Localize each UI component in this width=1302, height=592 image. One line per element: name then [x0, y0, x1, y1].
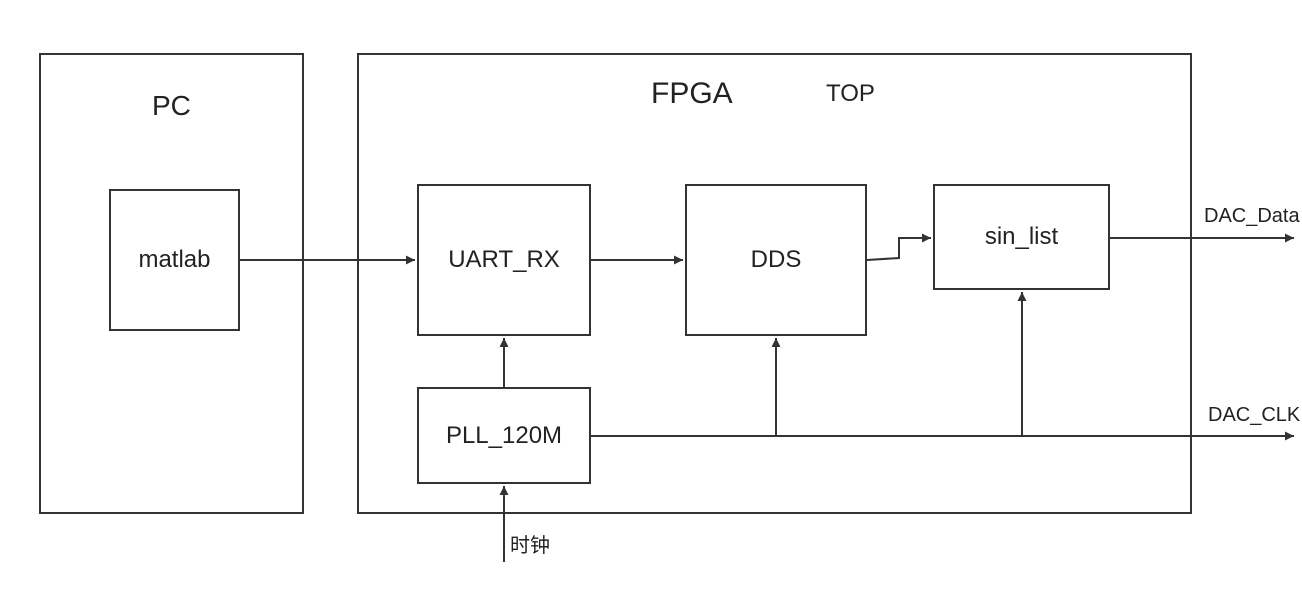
fpga-title: FPGA — [651, 77, 733, 110]
dds-to-sin-arrow — [866, 233, 931, 261]
dds-block: DDS — [685, 184, 867, 336]
pc-title: PC — [152, 90, 191, 121]
dac-clk-label: DAC_CLK — [1208, 404, 1301, 426]
dac-data-label: DAC_Data — [1204, 205, 1300, 227]
sin-list-block: sin_list — [933, 184, 1110, 290]
matlab-label: matlab — [138, 246, 211, 273]
pll-label: PLL_120M — [445, 421, 563, 449]
sin-list-label: sin_list — [984, 223, 1059, 250]
matlab-block: matlab — [109, 189, 240, 331]
pll-block: PLL_120M — [417, 387, 591, 484]
clock-input-label: 时钟 — [510, 533, 550, 557]
top-label: TOP — [826, 80, 875, 107]
uart-rx-label: UART_RX — [448, 246, 560, 273]
uart-rx-block: UART_RX — [417, 184, 591, 336]
dds-label: DDS — [750, 246, 802, 273]
